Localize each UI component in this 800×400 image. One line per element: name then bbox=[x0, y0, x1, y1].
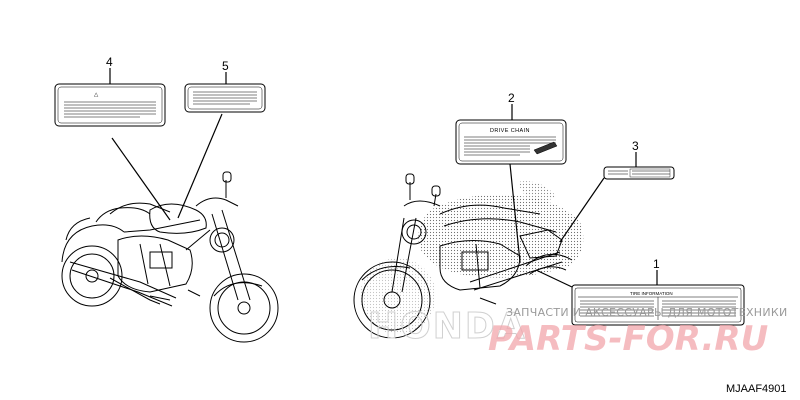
decal-2-drive-chain-label: DRIVE CHAIN bbox=[455, 119, 567, 165]
leader-line-1 bbox=[535, 269, 573, 288]
leader-line-3 bbox=[559, 177, 605, 243]
right-motorcycle-illustration bbox=[353, 173, 584, 339]
warning-triangle-icon: △ bbox=[94, 92, 99, 98]
callout-number-1: 1 bbox=[653, 257, 660, 271]
leader-line-4 bbox=[111, 137, 171, 221]
watermark-ghost-brand: HONDA bbox=[368, 306, 527, 347]
decal-5-label bbox=[184, 83, 266, 113]
diagram-code: MJAAF4901 bbox=[726, 383, 787, 395]
callout-number-4: 4 bbox=[106, 55, 113, 69]
leader-line-5 bbox=[177, 113, 223, 219]
drive-chain-title: DRIVE CHAIN bbox=[490, 128, 530, 134]
watermark-tagline: ЗАПЧАСТИ И АКСЕССУАРЫ ДЛЯ МОТОТЕХНИКИ bbox=[506, 306, 788, 319]
callout-number-2: 2 bbox=[508, 91, 515, 105]
tire-information-title: TIRE INFORMATION bbox=[630, 291, 673, 296]
callout-number-5: 5 bbox=[222, 59, 229, 73]
leader-lines bbox=[109, 68, 658, 288]
wrench-icon bbox=[533, 141, 558, 155]
decal-1-tire-information-label: TIRE INFORMATION bbox=[571, 284, 745, 326]
leader-line-2 bbox=[509, 163, 521, 263]
decal-4-warning-label: △ bbox=[54, 83, 166, 127]
callout-number-3: 3 bbox=[632, 139, 639, 153]
watermark-site-logo: PARTS-FOR.RU bbox=[488, 319, 768, 359]
watermark-foreground: ЗАПЧАСТИ И АКСЕССУАРЫ ДЛЯ МОТОТЕХНИКИ PA… bbox=[488, 306, 788, 359]
decal-3-label bbox=[603, 166, 675, 180]
watermark: HONDA bbox=[368, 306, 527, 348]
left-motorcycle-illustration bbox=[61, 171, 279, 343]
callout-numbers: 4 5 2 3 1 bbox=[106, 55, 660, 271]
